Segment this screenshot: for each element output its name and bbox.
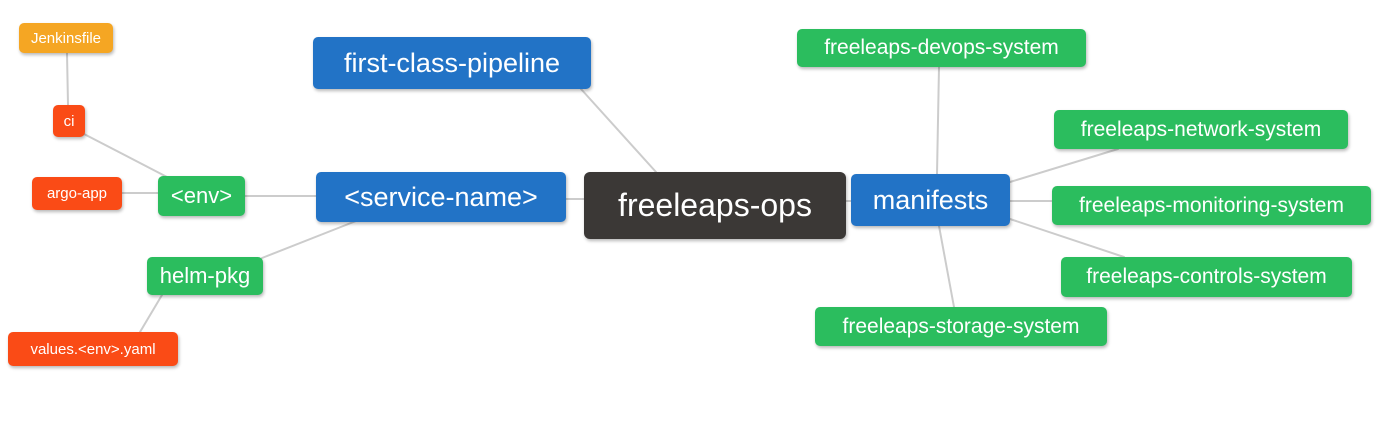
node-controls-system[interactable]: freeleaps-controls-system bbox=[1061, 257, 1352, 297]
node-values-env-yaml[interactable]: values.<env>.yaml bbox=[8, 332, 178, 366]
edge-values-helm-pkg bbox=[139, 294, 163, 333]
edge-manifests-network bbox=[1009, 148, 1119, 183]
node-storage-system[interactable]: freeleaps-storage-system bbox=[815, 307, 1107, 346]
node-service-name[interactable]: <service-name> bbox=[316, 172, 566, 222]
edge-manifests-storage bbox=[938, 225, 955, 308]
edge-helm-pkg-service-name bbox=[261, 220, 357, 259]
node-helm-pkg[interactable]: helm-pkg bbox=[147, 257, 263, 295]
edge-ci-env bbox=[83, 133, 168, 178]
node-ci[interactable]: ci bbox=[53, 105, 85, 137]
edge-manifests-devops bbox=[936, 66, 940, 175]
node-devops-system[interactable]: freeleaps-devops-system bbox=[797, 29, 1086, 67]
node-freeleaps-ops-root[interactable]: freeleaps-ops bbox=[584, 172, 846, 239]
node-jenkinsfile[interactable]: Jenkinsfile bbox=[19, 23, 113, 53]
edge-manifests-controls bbox=[1009, 218, 1125, 258]
node-network-system[interactable]: freeleaps-network-system bbox=[1054, 110, 1348, 149]
edge-pipeline-ops bbox=[580, 88, 657, 173]
node-argo-app[interactable]: argo-app bbox=[32, 177, 122, 210]
node-monitoring-system[interactable]: freeleaps-monitoring-system bbox=[1052, 186, 1371, 225]
edge-jenkinsfile-ci bbox=[66, 52, 69, 106]
node-env[interactable]: <env> bbox=[158, 176, 245, 216]
node-manifests[interactable]: manifests bbox=[851, 174, 1010, 226]
node-first-class-pipeline[interactable]: first-class-pipeline bbox=[313, 37, 591, 89]
